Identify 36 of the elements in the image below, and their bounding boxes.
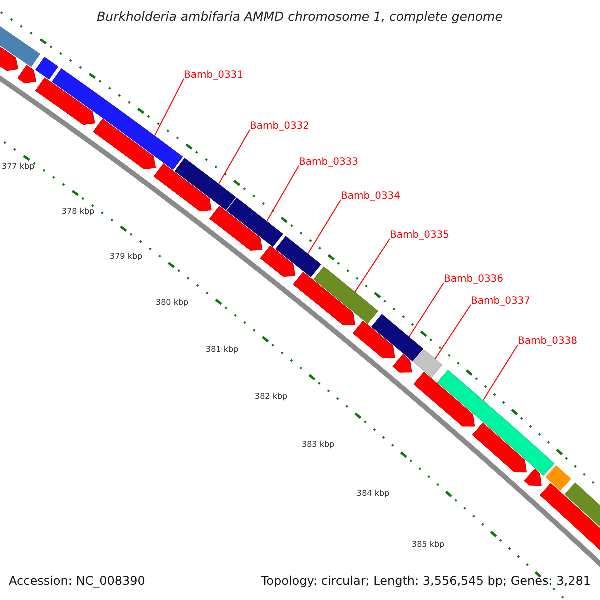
gene-label: Bamb_0331 bbox=[184, 70, 244, 81]
scale-label: 381 kbp bbox=[206, 345, 239, 354]
scale-label: 379 kbp bbox=[110, 252, 143, 261]
gene-bar bbox=[226, 198, 284, 248]
scale-label: 385 kbp bbox=[412, 540, 445, 549]
scale-label: 382 kbp bbox=[255, 392, 288, 401]
scale-label: 377 kbp bbox=[2, 162, 35, 171]
gene-label: Bamb_0338 bbox=[518, 336, 578, 347]
gene-bar bbox=[413, 350, 442, 378]
leader-line bbox=[266, 166, 300, 222]
gene-label: Bamb_0337 bbox=[471, 296, 531, 307]
gene-label: Bamb_0336 bbox=[444, 274, 504, 285]
gene-bar bbox=[174, 158, 236, 210]
scale-label: 380 kbp bbox=[156, 298, 189, 307]
gene-label: Bamb_0335 bbox=[390, 230, 450, 241]
gene-bar bbox=[52, 68, 184, 170]
gene-label: Bamb_0332 bbox=[250, 121, 310, 132]
leader-line bbox=[308, 200, 342, 255]
leader-line bbox=[218, 130, 250, 185]
leader-line bbox=[354, 238, 390, 293]
genome-info-text: Topology: circular; Length: 3,556,545 bp; Genes: 3,281 bbox=[261, 574, 591, 588]
leader-line bbox=[154, 78, 184, 137]
gene-bar bbox=[314, 266, 378, 324]
leader-line bbox=[482, 344, 518, 402]
gene-bar bbox=[276, 236, 322, 278]
accession-text: Accession: NC_008390 bbox=[9, 574, 146, 588]
leader-line bbox=[434, 304, 472, 360]
scale-label: 378 kbp bbox=[62, 207, 95, 216]
gene-label: Bamb_0334 bbox=[341, 191, 401, 202]
gene-label: Bamb_0333 bbox=[299, 157, 359, 168]
scale-label: 384 kbp bbox=[357, 489, 390, 498]
leader-line bbox=[408, 282, 444, 338]
scale-label: 383 kbp bbox=[302, 440, 335, 449]
title: Burkholderia ambifaria AMMD chromosome 1, complete genome bbox=[96, 9, 504, 24]
gene-bar bbox=[437, 370, 555, 476]
gene-bar bbox=[371, 314, 424, 362]
